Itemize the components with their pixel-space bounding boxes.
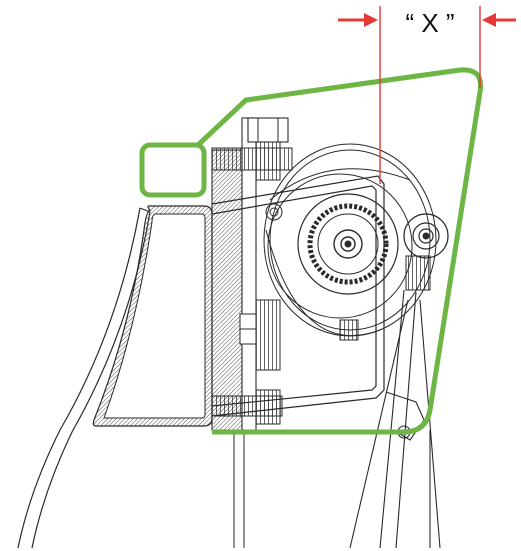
middle-bolt (239, 299, 359, 371)
dimension-x: “ X ” (338, 6, 516, 184)
channel-bracket (211, 175, 385, 417)
upper-bolt (211, 117, 293, 181)
dimension-arrow-right (482, 13, 516, 27)
tensioner-pulley (403, 213, 449, 291)
dimension-label: “ X ” (405, 8, 454, 38)
dimension-arrow-left (338, 13, 378, 27)
drum-assembly (263, 143, 437, 337)
highlight-outline (139, 67, 484, 435)
gear (297, 193, 399, 295)
tube-bracket (92, 205, 213, 427)
tensioner-arm (349, 289, 441, 549)
